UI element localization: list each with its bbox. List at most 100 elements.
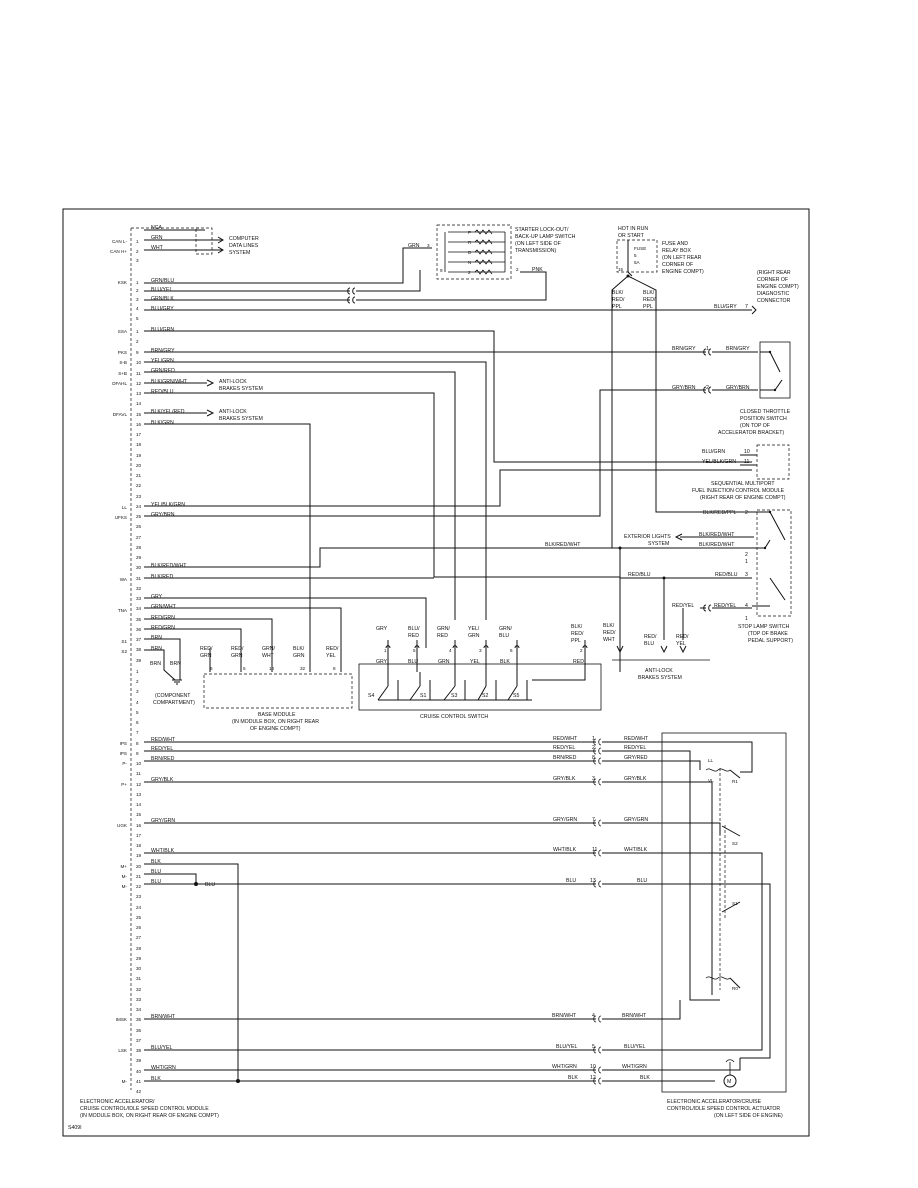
svg-text:GRY/BLK: GRY/BLK — [151, 777, 174, 783]
svg-text:S2: S2 — [732, 841, 738, 846]
svg-text:SYSTEM: SYSTEM — [229, 250, 250, 256]
svg-text:BRN/GRY: BRN/GRY — [151, 348, 175, 354]
svg-text:(TOP OF BRAKE: (TOP OF BRAKE — [748, 631, 788, 637]
svg-text:30: 30 — [136, 565, 142, 570]
svg-text:R0: R0 — [732, 986, 738, 991]
svg-text:RED: RED — [437, 633, 448, 639]
svg-text:BLK/RED/WHT: BLK/RED/WHT — [545, 542, 581, 548]
svg-text:5: 5 — [413, 648, 416, 653]
svg-text:YEL/: YEL/ — [468, 626, 480, 632]
svg-text:20: 20 — [136, 864, 142, 869]
svg-text:13: 13 — [590, 878, 596, 884]
svg-text:8: 8 — [592, 755, 595, 761]
svg-text:YEL: YEL — [676, 641, 686, 647]
svg-text:13: 13 — [136, 391, 142, 396]
svg-text:7: 7 — [136, 730, 139, 735]
svg-text:WHT/BLK: WHT/BLK — [624, 847, 648, 853]
svg-text:11: 11 — [592, 847, 597, 853]
lower-wire-labels: RED/WHT RED/YEL BRN/RED GRY/BLK GRY/GRN … — [151, 737, 215, 1082]
svg-text:GRN/BLK: GRN/BLK — [151, 296, 174, 302]
svg-text:GRY: GRY — [376, 626, 388, 632]
svg-text:BRN/GRY: BRN/GRY — [672, 346, 696, 352]
svg-text:OR START: OR START — [618, 233, 645, 239]
svg-text:22: 22 — [136, 483, 142, 488]
svg-text:1: 1 — [745, 559, 748, 565]
svg-text:GRN: GRN — [151, 235, 163, 241]
svg-text:37: 37 — [136, 1038, 142, 1043]
svg-text:2: 2 — [580, 648, 583, 653]
svg-text:BLK: BLK — [640, 1075, 650, 1081]
svg-text:(ON LEFT REAR: (ON LEFT REAR — [662, 255, 702, 261]
sfi-control-module: BLU/GRN 10 YEL/BLK/GRN 11 SEQUENTIAL MUL… — [692, 444, 790, 501]
svg-text:OF ENGINE COMPT): OF ENGINE COMPT) — [250, 726, 301, 732]
data-lines-wiring: NCA GRN WHT COMPUTER DATA LINES SYSTEM — [144, 225, 259, 256]
svg-text:S5: S5 — [513, 693, 519, 699]
svg-text:RED/: RED/ — [603, 630, 616, 636]
svg-text:1: 1 — [136, 239, 139, 244]
svg-text:POSITION SWITCH: POSITION SWITCH — [740, 416, 787, 422]
svg-text:2: 2 — [468, 270, 471, 275]
svg-text:RED/: RED/ — [644, 634, 657, 640]
svg-text:1: 1 — [384, 648, 387, 653]
svg-text:RED/: RED/ — [231, 646, 244, 652]
svg-text:37: 37 — [136, 637, 142, 642]
svg-text:RELAY BOX: RELAY BOX — [662, 248, 691, 254]
svg-text:15: 15 — [618, 267, 624, 272]
svg-text:WHT/GRN: WHT/GRN — [552, 1064, 577, 1070]
svg-text:10: 10 — [136, 360, 142, 365]
svg-text:BRN/WHT: BRN/WHT — [151, 1014, 176, 1020]
ecm-boundary — [130, 227, 200, 1090]
svg-text:38: 38 — [136, 647, 142, 652]
svg-text:1: 1 — [706, 346, 709, 352]
svg-text:18: 18 — [136, 843, 142, 848]
svg-text:RED/BLU: RED/BLU — [715, 572, 738, 578]
svg-text:RED/GRN: RED/GRN — [151, 615, 175, 621]
svg-text:BACK-UP LAMP SWITCH: BACK-UP LAMP SWITCH — [515, 234, 576, 240]
svg-text:VL: VL — [708, 778, 714, 783]
svg-text:RED/YEL: RED/YEL — [151, 746, 173, 752]
svg-text:GRN: GRN — [293, 653, 305, 659]
svg-text:BLU: BLU — [644, 641, 654, 647]
svg-text:S+B: S+B — [118, 371, 127, 376]
svg-text:M-: M- — [122, 884, 128, 889]
svg-text:IMSK: IMSK — [116, 1017, 128, 1022]
svg-text:BLK: BLK — [151, 859, 161, 865]
svg-text:2: 2 — [136, 679, 139, 684]
cruise-control-switch: GRY BLU/ RED GRN/ RED YEL/ GRN GRN/ BLU … — [358, 624, 602, 720]
svg-text:(ON LEFT SIDE OF ENGINE): (ON LEFT SIDE OF ENGINE) — [714, 1113, 783, 1119]
svg-text:M-: M- — [122, 874, 128, 879]
svg-text:32: 32 — [136, 987, 142, 992]
svg-text:WHT/BLK: WHT/BLK — [553, 847, 577, 853]
closed-throttle-switch: BRN/GRY 1 BRN/GRY GRY/BRN 2 GRY/BRN CLOS… — [672, 341, 791, 436]
svg-text:1: 1 — [136, 669, 139, 674]
svg-text:GRN/BLU: GRN/BLU — [151, 278, 174, 284]
svg-text:R1: R1 — [732, 779, 738, 784]
svg-text:ANTI-LOCK: ANTI-LOCK — [645, 668, 673, 674]
svg-text:R: R — [468, 240, 472, 245]
svg-text:RED/YEL: RED/YEL — [624, 745, 646, 751]
svg-text:39: 39 — [136, 1058, 142, 1063]
svg-text:UFKS: UFKS — [115, 515, 127, 520]
svg-text:GRN: GRN — [408, 243, 420, 249]
svg-text:S2: S2 — [121, 649, 127, 654]
svg-text:3: 3 — [136, 297, 139, 302]
svg-text:WHT: WHT — [262, 653, 275, 659]
svg-text:RED/WHT: RED/WHT — [624, 736, 649, 742]
svg-text:25: 25 — [136, 915, 142, 920]
svg-text:BLK/: BLK/ — [293, 646, 305, 652]
svg-text:17: 17 — [136, 833, 142, 838]
diagnostic-connector: (RIGHT REAR CORNER OF ENGINE COMPT) DIAG… — [757, 270, 799, 304]
svg-text:5: 5 — [592, 1044, 595, 1050]
svg-text:30: 30 — [136, 966, 142, 971]
starter-lockout-switch: P R D N 2 GRN 3 9 2 PNK STARTER LOCK-OUT… — [408, 224, 576, 280]
svg-text:GRN/WHT: GRN/WHT — [151, 604, 177, 610]
svg-text:22: 22 — [136, 884, 142, 889]
svg-text:BRN/WHT: BRN/WHT — [622, 1013, 647, 1019]
svg-text:TNA: TNA — [118, 608, 128, 613]
svg-text:RED/YEL: RED/YEL — [714, 603, 736, 609]
svg-text:34: 34 — [136, 1007, 142, 1012]
svg-text:S2: S2 — [482, 693, 488, 699]
svg-text:BRN: BRN — [170, 661, 181, 667]
svg-text:12: 12 — [136, 381, 142, 386]
